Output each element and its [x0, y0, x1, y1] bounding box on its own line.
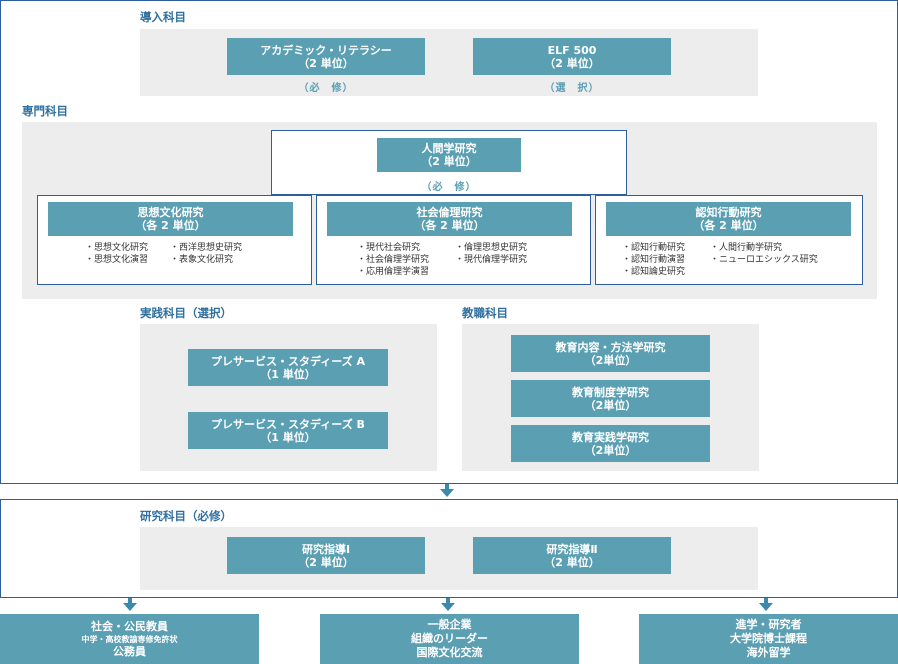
outcome-line3: 海外留学 [746, 646, 791, 659]
course-name: プレサービス・スタディーズ B [211, 417, 365, 431]
list-item: ・認知論史研究 [622, 267, 686, 277]
course-credits: （2 単位） [544, 555, 600, 569]
outcome-line3: 公務員 [113, 644, 146, 658]
course-name: 社会倫理研究 [416, 206, 483, 219]
course-credits: （2 単位） [421, 155, 477, 168]
course-name: 研究指導Ⅰ [301, 542, 351, 556]
intro-note-elective: （選 択） [544, 83, 600, 94]
outcome-research: 進学・研究者 大学院博士課程 海外留学 [639, 614, 898, 664]
list-item: ・現代社会研究 [357, 243, 421, 253]
field-items-ninchi-col1: ・認知行動研究 ・認知行動演習 ・認知論史研究 [622, 242, 685, 278]
field-items-shiso-col2: ・西洋思想史研究 ・表象文化研究 [170, 242, 242, 266]
course-credits: （2 単位） [298, 56, 354, 70]
teaching-course-naiyo: 教育内容・方法学研究 （2単位） [511, 335, 710, 372]
teaching-course-seido: 教育制度学研究 （2単位） [511, 380, 710, 417]
course-name: アカデミック・リテラシー [260, 43, 392, 57]
list-item: ・倫理思想史研究 [455, 243, 528, 253]
field-course-shakai: 社会倫理研究 （各 2 単位） [327, 202, 572, 236]
course-credits: （2単位） [584, 353, 637, 367]
list-item: ・社会倫理学研究 [357, 255, 430, 265]
course-name: 教育内容・方法学研究 [555, 340, 666, 354]
outcome-line2: 大学院博士課程 [730, 632, 807, 645]
research-course-2: 研究指導Ⅱ （2 単位） [473, 537, 671, 574]
course-name: プレサービス・スタディーズ A [210, 354, 366, 368]
arrow-down-icon [441, 603, 455, 611]
outcome-line2: 組織のリーダー [411, 632, 488, 645]
course-name: 人間学研究 [421, 142, 477, 155]
field-items-shakai-col1: ・現代社会研究 ・社会倫理学研究 ・応用倫理学演習 [357, 242, 429, 278]
outcome-line3: 国際文化交流 [416, 646, 483, 659]
intro-heading: 導入科目 [140, 10, 186, 24]
intro-course-elf500: ELF 500 （2 単位） [473, 38, 671, 75]
arrow-down-icon [440, 489, 454, 497]
course-name: 教育実践学研究 [572, 430, 649, 444]
course-credits: （2単位） [584, 443, 637, 457]
intro-note-required: （必 修） [298, 83, 354, 94]
arrow-shaft [446, 598, 450, 604]
list-item: ・認知行動演習 [622, 255, 686, 265]
course-name: 教育制度学研究 [572, 385, 649, 399]
teaching-course-jissen: 教育実践学研究 （2単位） [511, 425, 710, 462]
course-credits: （各 2 単位） [693, 219, 764, 232]
course-credits: （2 単位） [298, 555, 354, 569]
teaching-heading: 教職科目 [462, 306, 508, 320]
field-course-shiso: 思想文化研究 （各 2 単位） [48, 202, 293, 236]
research-heading: 研究科目（必修） [140, 509, 232, 523]
course-credits: （各 2 単位） [414, 219, 485, 232]
course-credits: （2 単位） [544, 56, 600, 70]
list-item: ・応用倫理学演習 [357, 267, 430, 277]
outcome-line1: 一般企業 [427, 618, 472, 631]
outcome-teacher: 社会・公民教員 中学・高校教諭専修免許状 公務員 [0, 614, 259, 664]
core-note-required: （必 修） [421, 182, 477, 193]
course-credits: （各 2 単位） [135, 219, 206, 232]
practice-course-b: プレサービス・スタディーズ B （1 単位） [188, 412, 388, 449]
field-course-ninchi: 認知行動研究 （各 2 単位） [606, 202, 851, 236]
outcome-line1: 進学・研究者 [735, 618, 802, 631]
practice-course-a: プレサービス・スタディーズ A （1 単位） [188, 349, 388, 386]
outcome-line2: 中学・高校教諭専修免許状 [81, 634, 178, 644]
field-items-shiso-col1: ・思想文化研究 ・思想文化演習 [85, 242, 148, 266]
course-name: 思想文化研究 [137, 206, 204, 219]
list-item: ・認知行動研究 [622, 243, 686, 253]
list-item: ・表象文化研究 [170, 255, 234, 265]
course-name: 認知行動研究 [695, 206, 762, 219]
list-item: ・現代倫理学研究 [455, 255, 528, 265]
arrow-down-icon [759, 603, 773, 611]
course-name: 研究指導Ⅱ [546, 542, 598, 556]
outcome-line1: 社会・公民教員 [91, 619, 168, 633]
list-item: ・人間行動学研究 [710, 243, 783, 253]
core-course-ningengaku: 人間学研究 （2 単位） [377, 138, 521, 172]
specialized-heading: 専門科目 [22, 104, 68, 118]
list-item: ・思想文化研究 [85, 243, 149, 253]
arrow-shaft [128, 598, 132, 604]
course-credits: （1 単位） [260, 430, 316, 444]
outcome-company: 一般企業 組織のリーダー 国際文化交流 [320, 614, 579, 664]
list-item: ・西洋思想史研究 [170, 243, 243, 253]
course-credits: （2単位） [584, 398, 637, 412]
practice-heading: 実践科目（選択） [140, 306, 232, 320]
field-items-shakai-col2: ・倫理思想史研究 ・現代倫理学研究 [455, 242, 527, 266]
research-course-1: 研究指導Ⅰ （2 単位） [227, 537, 425, 574]
arrow-shaft [764, 598, 768, 604]
arrow-shaft [445, 484, 449, 490]
arrow-down-icon [123, 603, 137, 611]
course-credits: （1 単位） [260, 367, 316, 381]
course-name: ELF 500 [547, 43, 597, 57]
field-items-ninchi-col2: ・人間行動学研究 ・ニューロエシックス研究 [710, 242, 818, 266]
list-item: ・ニューロエシックス研究 [710, 255, 818, 265]
list-item: ・思想文化演習 [85, 255, 149, 265]
intro-course-academic-literacy: アカデミック・リテラシー （2 単位） [227, 38, 425, 75]
